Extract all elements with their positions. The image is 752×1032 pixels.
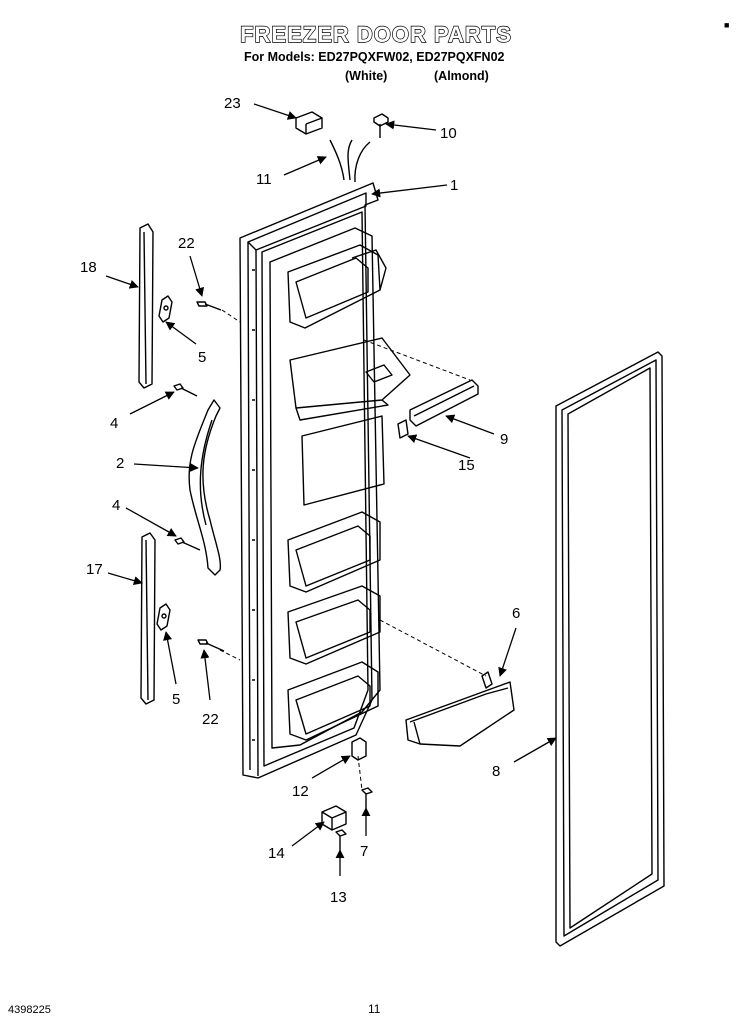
hinge-pin — [361, 787, 373, 808]
corner-mark: ■ — [724, 20, 730, 30]
callout-22-upper: 22 — [178, 235, 195, 252]
callout-4-upper: 4 — [110, 415, 118, 432]
callout-9: 9 — [500, 431, 508, 448]
screw-22-lower — [197, 639, 225, 652]
callout-6: 6 — [512, 605, 520, 622]
screw-4-lower — [174, 537, 201, 551]
color-white-label: (White) — [345, 69, 388, 83]
callout-18: 18 — [80, 259, 97, 276]
callout-11: 11 — [256, 171, 272, 188]
callout-8: 8 — [492, 763, 500, 780]
color-almond-label: (Almond) — [434, 69, 489, 83]
hinge-block — [321, 805, 347, 831]
door-panel — [239, 182, 411, 779]
callout-22-lower: 22 — [202, 711, 219, 728]
callout-5-lower: 5 — [172, 691, 180, 708]
callout-17: 17 — [86, 561, 103, 578]
hinge-clip-lower — [156, 603, 171, 631]
screw-22-upper — [196, 301, 222, 311]
rail-clip — [397, 419, 409, 439]
connector — [295, 111, 323, 135]
hinge-screw — [335, 829, 347, 850]
page-number: 11 — [368, 1002, 381, 1016]
hinge-bracket — [351, 737, 367, 761]
callout-1: 1 — [450, 177, 458, 194]
callout-23: 23 — [224, 95, 241, 112]
callout-7: 7 — [360, 843, 368, 860]
trim-strip-lower — [140, 532, 156, 705]
page-title: FREEZER DOOR PARTS — [239, 21, 512, 47]
callout-13: 13 — [330, 889, 347, 906]
callout-14: 14 — [268, 845, 285, 862]
wire-harness — [329, 139, 371, 183]
callout-10: 10 — [440, 125, 457, 142]
door-gasket — [555, 351, 665, 947]
callout-12: 12 — [292, 783, 309, 800]
trim-strip-upper — [138, 223, 154, 389]
screw-top — [373, 113, 389, 138]
callout-15: 15 — [458, 457, 475, 474]
callout-5-upper: 5 — [198, 349, 206, 366]
screw-4-upper — [173, 383, 198, 397]
hinge-clip-upper — [158, 295, 173, 323]
diagram-id: 4398225 — [8, 1004, 51, 1016]
door-handle — [188, 399, 222, 576]
door-bin — [405, 671, 515, 747]
dispenser-rail — [409, 379, 479, 427]
callout-2: 2 — [116, 455, 124, 472]
callout-4-lower: 4 — [112, 497, 120, 514]
models-line: For Models: ED27PQXFW02, ED27PQXFN02 — [244, 50, 505, 64]
